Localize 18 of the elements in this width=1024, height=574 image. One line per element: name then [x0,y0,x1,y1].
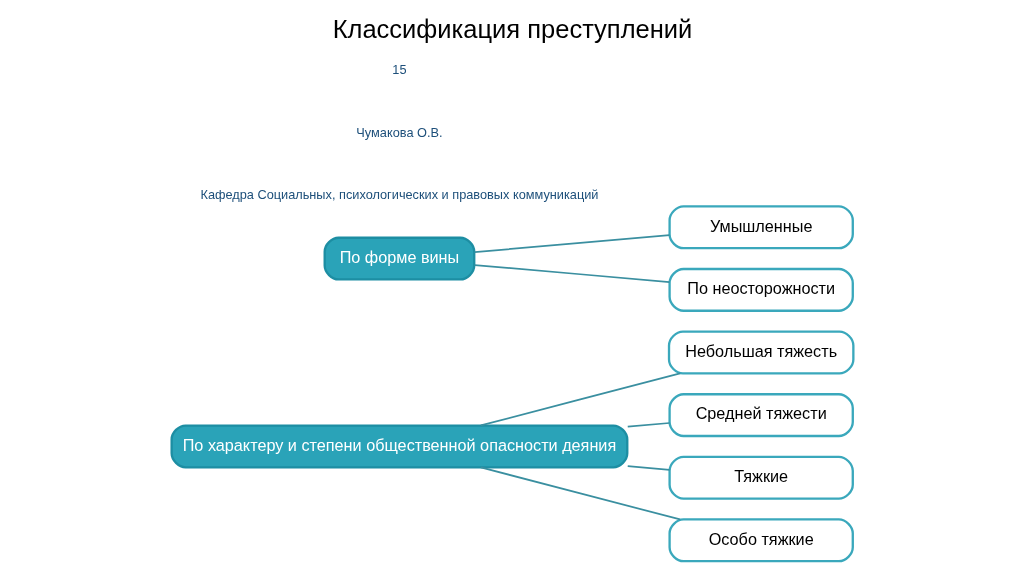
connector [626,422,670,428]
node-box: Особо тяжкие [667,518,854,563]
node-box: Умышленные [667,205,854,250]
diagram-title: Классификация преступлений [332,14,692,43]
node-box: Тяжкие [667,455,854,500]
label: 15 [391,62,407,78]
connector [473,264,670,283]
node-box: Средней тяжести [667,393,854,438]
connector [473,234,670,253]
node-box: По форме вины [323,236,475,281]
label: Чумакова О.В. [355,124,443,140]
node-box: Небольшая тяжесть [667,330,854,375]
connector [479,372,681,427]
label: Кафедра Социальных, психологических и правовых коммуникаций [199,187,598,203]
node-box: По характеру и степени общественной опасности деяния [170,424,628,469]
connector [626,465,670,471]
node-box: По неосторожности [667,267,854,312]
connector [479,466,681,521]
